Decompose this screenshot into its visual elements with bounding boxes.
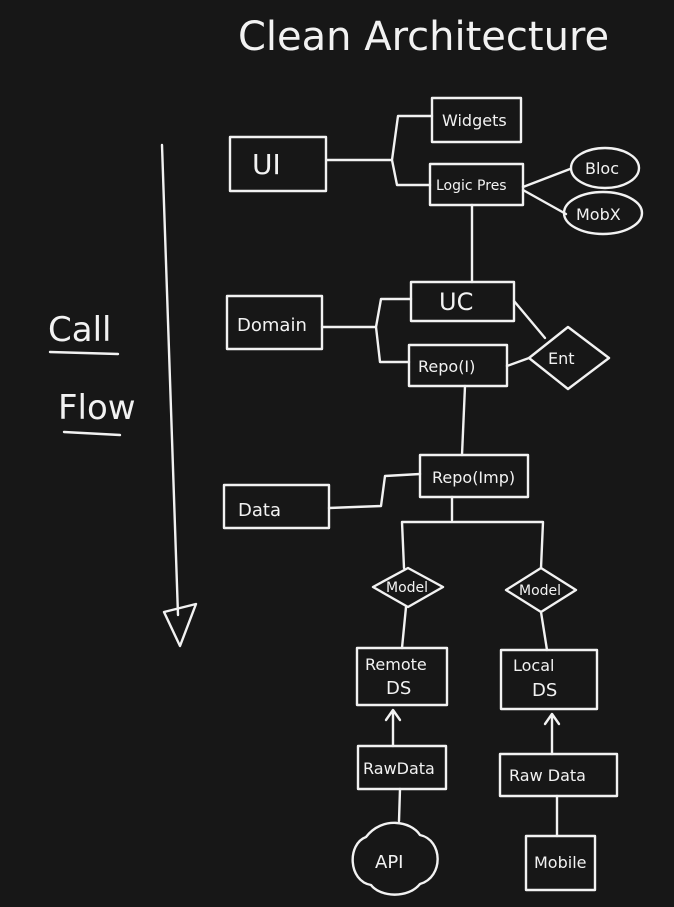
raw-data-left-label: RawData xyxy=(363,759,435,778)
raw-data-right-to-local-ds-arrow xyxy=(543,712,561,756)
remote-ds-node: Remote DS xyxy=(355,646,449,707)
data-to-repo-impl-connector xyxy=(327,472,422,510)
call-flow-label-line1: Call xyxy=(48,310,111,350)
connectors xyxy=(320,114,572,838)
raw-data-left-node: RawData xyxy=(356,744,448,791)
model-left-label: Model xyxy=(386,580,428,596)
api-node: API xyxy=(351,821,439,896)
mobile-node: Mobile xyxy=(524,834,597,892)
bloc-node: Bloc xyxy=(569,146,641,190)
raw-data-right-label: Raw Data xyxy=(509,766,586,785)
repo-interface-node: Repo(I) xyxy=(407,343,509,388)
layer-ui-label: UI xyxy=(252,148,281,181)
local-ds-node: Local DS xyxy=(499,648,599,711)
model-right-to-local-ds-connector xyxy=(539,610,549,652)
layer-domain-label: Domain xyxy=(237,315,307,336)
widgets-node: Widgets xyxy=(430,96,523,144)
mobx-label: MobX xyxy=(576,205,621,224)
widgets-label: Widgets xyxy=(442,111,507,130)
layer-data: Data xyxy=(222,483,331,530)
raw-data-left-to-remote-ds-arrow xyxy=(384,708,402,748)
local-ds-label-line1: Local xyxy=(513,656,554,675)
model-left-to-remote-ds-connector xyxy=(400,605,408,650)
bloc-label: Bloc xyxy=(585,159,619,178)
api-to-raw-data-left-connector xyxy=(397,787,402,823)
model-left-node: Model xyxy=(371,566,445,609)
remote-ds-label-line2: DS xyxy=(386,678,411,699)
repo-interface-to-repo-impl-connector xyxy=(460,384,467,457)
uc-node: UC xyxy=(409,280,516,323)
ent-label: Ent xyxy=(548,349,575,368)
model-right-label: Model xyxy=(519,583,561,599)
repo-impl-label: Repo(Imp) xyxy=(432,468,515,487)
repo-interface-label: Repo(I) xyxy=(418,357,475,376)
raw-data-right-node: Raw Data xyxy=(498,752,619,798)
mobx-node: MobX xyxy=(562,190,644,236)
layer-data-label: Data xyxy=(238,500,281,521)
ent-node: Ent xyxy=(527,325,611,391)
layer-ui: UI xyxy=(228,135,328,193)
diagram-title: Clean Architecture xyxy=(238,14,609,60)
call-flow-label-line2: Flow xyxy=(58,388,136,428)
remote-ds-label-line1: Remote xyxy=(365,655,427,674)
domain-to-uc-connector xyxy=(320,297,413,364)
local-ds-label-line2: DS xyxy=(532,680,557,701)
ui-to-widgets-connector xyxy=(325,114,434,187)
mobile-label: Mobile xyxy=(534,853,586,872)
call-flow-label: Call Flow xyxy=(48,310,136,437)
uc-label: UC xyxy=(439,288,473,316)
call-flow-arrow xyxy=(160,143,198,648)
model-right-node: Model xyxy=(504,566,578,614)
repo-impl-node: Repo(Imp) xyxy=(418,453,530,499)
repo-impl-branch-connector xyxy=(400,495,545,570)
logic-pres-label: Logic Pres xyxy=(436,178,507,194)
logic-pres-node: Logic Pres xyxy=(428,162,525,207)
layer-domain: Domain xyxy=(225,294,324,351)
api-label: API xyxy=(375,852,403,873)
uc-to-ent-connector xyxy=(512,299,547,340)
repo-interface-to-ent-connector xyxy=(505,356,531,368)
logic-pres-to-state-connector xyxy=(521,167,572,216)
